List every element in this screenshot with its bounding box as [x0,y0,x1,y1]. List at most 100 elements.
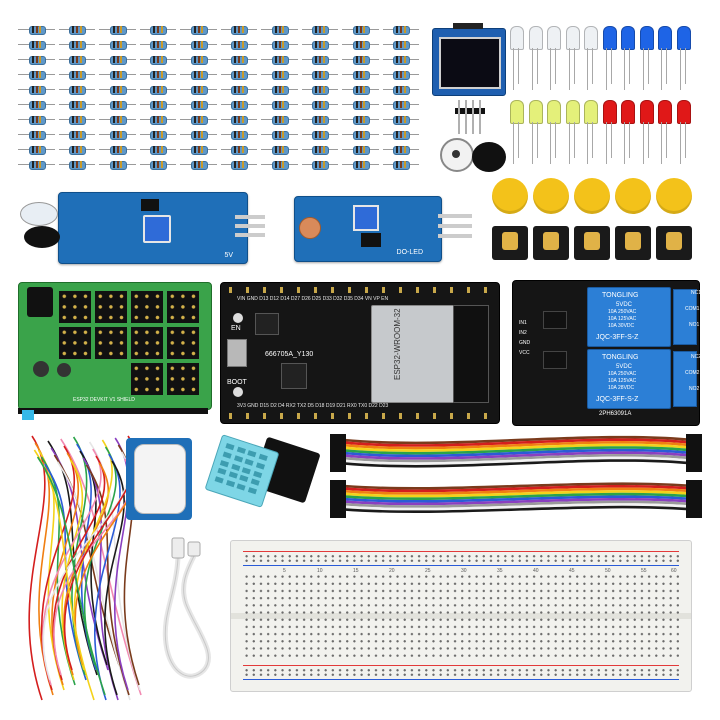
resistor [139,56,176,65]
capacitor [33,361,49,377]
relay-module: TONGLING 5VDC 10A 250VAC 10A 125VAC 10A … [512,280,702,426]
breadboard: 5 10 15 20 25 30 35 40 45 50 55 60 [230,540,692,692]
resistor [139,71,176,80]
relay-brand: TONGLING [602,292,639,299]
pin-header-bottom [229,413,491,419]
esp32-dev-board: VIN GND D13 D12 D14 D27 D26 D25 D33 D32 … [220,282,500,424]
resistor [220,71,257,80]
led-clear [565,26,580,96]
led-red [621,100,635,170]
resistor [261,146,298,155]
resistor [58,86,95,95]
resistor [342,71,379,80]
header-block [131,327,163,359]
header-block [95,327,127,359]
relay-voltage: 5VDC [616,302,633,308]
resistor [58,161,95,170]
jumper-wire [85,464,130,696]
rail-red-top [243,551,679,552]
ribbon-wire [343,443,693,452]
resistor [261,116,298,125]
tick-label: 50 [605,568,611,574]
ribbon-wire [343,456,693,465]
dht11-sensor-module [204,434,321,518]
resistor [180,71,217,80]
resistor [342,116,379,125]
rail-blue-bottom [243,679,679,680]
dupont-connector [686,480,702,518]
resistor [261,131,298,140]
relay-board-code: 2PH63091A [599,411,632,417]
usb-cable [162,537,211,679]
pir-sensor [126,438,192,520]
relay-rating: 10A 125VAC [608,316,637,322]
led-yellow [510,100,524,170]
relay-pin-label: NC2 [691,354,702,360]
hole-grid [243,573,679,657]
sensor-label: DO-LED [396,249,423,256]
comparator-chip [361,233,381,247]
resistor [58,101,95,110]
active-buzzer [472,142,506,172]
relay-rating: 10A 30VDC [608,323,635,329]
resistor [382,56,419,65]
relay-brand: TONGLING [602,354,639,361]
ribbon-wire [343,441,693,450]
resistor [18,41,55,50]
header-block [167,327,199,359]
optocoupler [543,351,567,369]
resistor [220,26,257,35]
relay-rating: 10A 125VAC [608,378,637,384]
ribbon-wire [343,446,693,455]
ir-led-pair [20,200,76,250]
resistor [18,86,55,95]
resistor [301,26,338,35]
resistor [99,101,136,110]
dupont-ribbon-cables [330,434,702,518]
led-blue [602,26,617,96]
ribbon-wire [343,503,693,511]
tick-label: 15 [353,568,359,574]
resistor [301,41,338,50]
resistor [139,146,176,155]
fresnel-lens [134,444,186,514]
resistor [58,41,95,50]
header-block [167,291,199,323]
esp-board-code: 666705A_Y130 [265,351,314,358]
ribbon-wire [343,482,693,490]
voltage-regulator [255,313,279,335]
resistor [99,86,136,95]
resistor [261,26,298,35]
resistor [18,116,55,125]
resistor [342,41,379,50]
header-pins [438,212,472,242]
tick-label: 60 [671,568,677,574]
resistor [342,101,379,110]
resistor [382,86,419,95]
boot-label: BOOT [227,379,247,386]
ribbon-wire [343,492,693,501]
tact-switches [490,224,710,266]
resistor [261,161,298,170]
tick-label: 45 [569,568,575,574]
led-red [658,100,672,170]
screw-terminal-1 [673,289,697,345]
ribbon-wire [343,459,693,468]
jumper-wire [44,463,87,681]
resistor [180,116,217,125]
resistor [382,161,419,170]
resistor [58,56,95,65]
resistor [139,26,176,35]
ir-sensor-module: 5V [58,192,265,264]
ribbon-wire [343,438,693,447]
resistor [18,101,55,110]
shield-label: ESP32 DEVKIT V1 SHIELD [73,397,135,403]
jumper-wire [83,446,117,666]
resistor [58,26,95,35]
resistor [99,71,136,80]
trimmer-potentiometer [353,205,379,231]
relay-voltage: 5VDC [616,364,633,370]
tactile-switch [656,226,692,260]
resistor [58,71,95,80]
resistor [261,101,298,110]
